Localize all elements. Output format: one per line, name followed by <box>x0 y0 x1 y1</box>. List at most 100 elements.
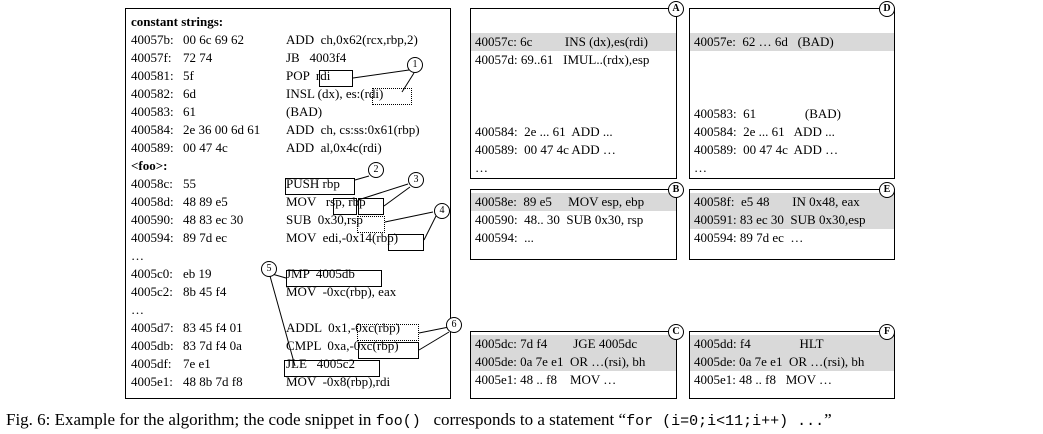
panel-a-line: 400589: 00 47 4c ADD … <box>475 142 616 157</box>
panel-d-badge: D <box>879 1 895 17</box>
caption-code: for (i=0;i<11;i++) ... <box>626 413 825 430</box>
panel-b-line: 400590: 48.. 30 SUB 0x30, rsp <box>475 212 644 227</box>
panel-b-line: 400594: ... <box>475 230 534 245</box>
disasm-line: 4005e1: 48 8b 7d f8 MOV -0x8(rbp),rdi <box>126 373 450 391</box>
disasm-address: 400594: <box>131 230 174 245</box>
caption-prefix: Fig. 6: Example for the algorithm; the c… <box>6 410 376 429</box>
disasm-bytes: 00 47 4c <box>183 140 228 155</box>
disasm-address: 4005c2: <box>131 284 173 299</box>
disasm-line: … <box>126 301 450 319</box>
disasm-bytes: 48 89 e5 <box>183 194 228 209</box>
panel-b-line: 40058e: 89 e5 MOV esp, ebp <box>471 193 676 211</box>
disasm-bytes: 5f <box>183 68 194 83</box>
panel-c-line: 4005e1: 48 .. f8 MOV … <box>475 372 617 387</box>
marker-1: 1 <box>407 57 423 73</box>
disasm-line: … <box>126 247 450 265</box>
disasm-address: constant strings: <box>131 14 224 29</box>
disasm-line: constant strings: <box>126 13 450 31</box>
disasm-instruction: PUSH rbp <box>286 176 340 191</box>
disasm-instruction: INSL (dx), es:(rdi) <box>286 86 384 101</box>
disasm-address: 40058d: <box>131 194 174 209</box>
disasm-instruction: ADD ch, cs:ss:0x61(rbp) <box>286 122 420 137</box>
panel-a-line: 400584: 2e ... 61 ADD ... <box>475 124 613 139</box>
panel-c-line: 4005dc: 7d f4 JGE 4005dc <box>471 335 676 353</box>
panel-d-line <box>690 69 894 87</box>
operand-box-rdi <box>319 70 353 87</box>
disasm-address: 40057f: <box>131 50 172 65</box>
panel-a-line <box>471 87 676 105</box>
disasm-address: <foo>: <box>131 158 168 173</box>
marker-6: 6 <box>446 317 462 333</box>
disasm-bytes: 48 8b 7d f8 <box>183 374 243 389</box>
disasm-bytes: 83 45 f4 01 <box>183 320 243 335</box>
operand-box-rsp <box>333 198 357 215</box>
disasm-instruction: ADD ch,0x62(rcx,rbp,2) <box>286 32 418 47</box>
operand-box-rbp-mov <box>388 234 424 251</box>
disasm-address: 400581: <box>131 68 174 83</box>
panel-a-line: 40057d: 69..61 IMUL..(rdx),esp <box>475 52 650 67</box>
disasm-line: 40057b: 00 6c 69 62 ADD ch,0x62(rcx,rbp,2) <box>126 31 450 49</box>
panel-e-line: 400594: 89 7d ec … <box>694 230 804 245</box>
disasm-bytes: 61 <box>183 104 196 119</box>
disasm-address: 4005d7: <box>131 320 174 335</box>
disasm-line: 400590: 48 83 ec 30 SUB 0x30,rsp <box>126 211 450 229</box>
operand-box-rbp <box>358 198 384 215</box>
disasm-instruction: SUB 0x30,rsp <box>286 212 363 227</box>
operand-box-cmpl <box>358 342 419 359</box>
disasm-bytes: 7e e1 <box>183 356 211 371</box>
disasm-address: 40057b: <box>131 32 174 47</box>
disasm-address: 4005c0: <box>131 266 173 281</box>
disasm-bytes: 48 83 ec 30 <box>183 212 244 227</box>
panel-e-line: 40058f: e5 48 IN 0x48, eax <box>690 193 894 211</box>
panel-a-line: 40057c: 6c INS (dx),es(rdi) <box>471 33 676 51</box>
disasm-instruction: MOV -0x8(rbp),rdi <box>286 374 391 389</box>
disasm-bytes: 00 6c 69 62 <box>183 32 245 47</box>
disasm-instruction: ADD al,0x4c(rdi) <box>286 140 382 155</box>
disasm-address: 4005db: <box>131 338 174 353</box>
operand-box-addl <box>357 324 419 341</box>
marker-2: 2 <box>368 162 384 178</box>
disasm-address: 400590: <box>131 212 174 227</box>
disasm-address: … <box>131 248 144 263</box>
caption-func: foo() <box>375 413 421 430</box>
panel-a: 40057c: 6c INS (dx),es(rdi)40057d: 69..6… <box>470 8 677 179</box>
caption-suffix: ” <box>824 410 832 429</box>
panel-a-line <box>471 105 676 123</box>
disasm-address: … <box>131 302 144 317</box>
panel-d-line <box>690 87 894 105</box>
disasm-line: 400583:61(BAD) <box>126 103 450 121</box>
panel-b-badge: B <box>668 182 684 198</box>
disasm-address: 4005e1: <box>131 374 173 389</box>
panel-d-line: … <box>694 160 707 175</box>
instr-box-jmp <box>286 270 382 287</box>
panel-f-line: 4005dd: f4 HLT <box>690 335 894 353</box>
marker-4: 4 <box>434 203 450 219</box>
panel-d-line <box>690 51 894 69</box>
panel-c-line: 4005de: 0a 7e e1 OR …(rsi), bh <box>471 353 676 371</box>
panel-a-line: … <box>475 160 488 175</box>
operand-box-rsp-sub <box>357 216 385 233</box>
panel-d-line: 400589: 00 47 4c ADD … <box>694 142 839 157</box>
panel-a-line <box>471 69 676 87</box>
panel-e-badge: E <box>879 182 895 198</box>
disasm-address: 400582: <box>131 86 174 101</box>
disasm-bytes: 6d <box>183 86 196 101</box>
operand-box-es-rdi <box>372 88 412 105</box>
panel-d-line: 400584: 2e ... 61 ADD ... <box>694 124 835 139</box>
disasm-bytes: 83 7d f4 0a <box>183 338 242 353</box>
panel-d: 40057e: 62 … 6d (BAD)400583: 61 (BAD)400… <box>689 8 895 179</box>
disasm-instruction: (BAD) <box>286 104 323 119</box>
panel-f-line: 4005e1: 48 .. f8 MOV … <box>694 372 833 387</box>
disasm-bytes: 89 7d ec <box>183 230 228 245</box>
disasm-address: 400584: <box>131 122 174 137</box>
